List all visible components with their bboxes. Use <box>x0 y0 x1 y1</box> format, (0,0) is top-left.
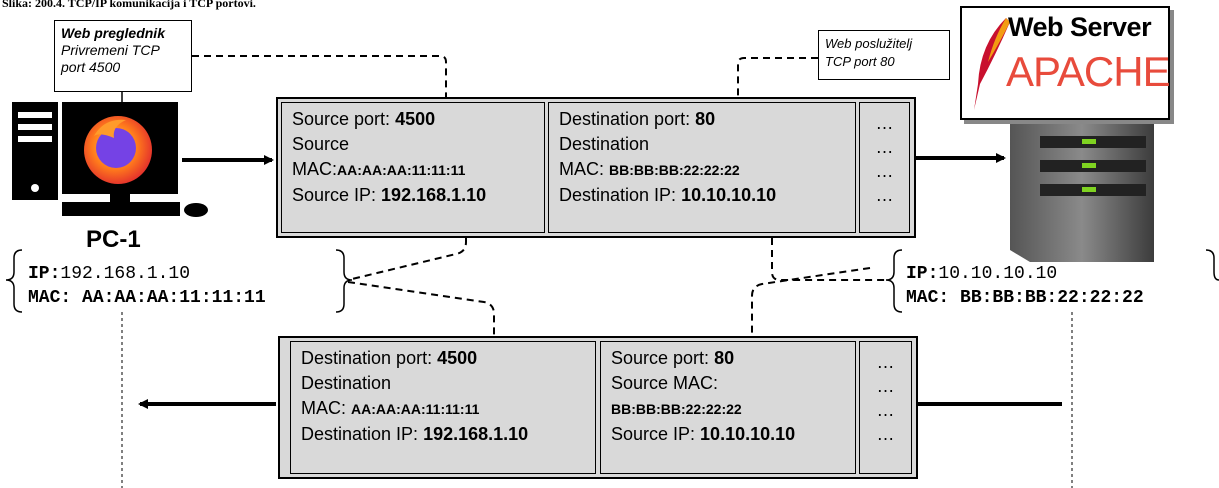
client-ip-connector <box>347 226 467 281</box>
figure-caption: Slika: 200.4. TCP/IP komunikacija i TCP … <box>2 0 256 10</box>
client-brace-right <box>335 249 353 313</box>
response-destination-mac: MAC: AA:AA:AA:11:11:11 <box>301 398 480 418</box>
ellipsis: … <box>876 352 895 372</box>
request-destination-ip: Destination IP: 10.10.10.10 <box>559 185 777 205</box>
response-destination-mac-line1: Destination <box>301 373 392 393</box>
response-destination-cell: Destination port: 4500 Destination MAC: … <box>290 341 596 474</box>
response-source-port: Source port: 80 <box>611 348 735 368</box>
request-source-mac-line1: Source <box>292 134 350 154</box>
server-callout-line1: Web poslužitelj <box>825 36 913 51</box>
ellipsis: … <box>875 137 894 157</box>
client-brace-left <box>5 249 23 313</box>
server-brace-left <box>885 249 903 313</box>
server-ip-connector <box>771 226 890 281</box>
response-source-mac-line1: Source MAC: <box>611 373 719 393</box>
request-source-port: Source port: 4500 <box>292 109 436 129</box>
response-source-ip: Source IP: 10.10.10.10 <box>611 424 796 444</box>
request-more-cell: … … … … <box>859 102 910 233</box>
client-callout: Web preglednik Privremeni TCP port 4500 <box>54 20 192 92</box>
server-ip: IP:10.10.10.10 <box>906 264 1058 284</box>
response-source-cell: Source port: 80 Source MAC: BB:BB:BB:22:… <box>600 341 856 474</box>
server-mac: MAC: BB:BB:BB:22:22:22 <box>906 288 1144 308</box>
server-callout: Web poslužitelj TCP port 80 <box>818 30 950 80</box>
client-response-connector <box>347 281 495 344</box>
ellipsis: … <box>875 113 894 133</box>
request-source-ip: Source IP: 192.168.1.10 <box>292 185 487 205</box>
server-callout-line2: TCP port 80 <box>825 54 895 69</box>
client-callout-line1: Privremeni TCP <box>61 42 160 58</box>
server-brace-right <box>1205 249 1219 281</box>
client-callout-line2: port 4500 <box>61 59 121 75</box>
response-source-mac: BB:BB:BB:22:22:22 <box>611 401 742 417</box>
apache-banner-title: Web Server <box>1008 12 1152 42</box>
apache-banner: Web Server APACHE <box>960 6 1171 120</box>
pc-tower-icon <box>12 102 58 200</box>
ellipsis: … <box>876 424 895 444</box>
apache-feather-icon <box>974 18 1010 110</box>
pc-label: PC-1 <box>86 226 141 253</box>
request-destination-mac: MAC: BB:BB:BB:22:22:22 <box>559 159 740 179</box>
response-more-cell: … … … … <box>859 341 912 474</box>
response-destination-port: Destination port: 4500 <box>301 348 478 368</box>
response-destination-ip: Destination IP: 192.168.1.10 <box>301 424 529 444</box>
request-destination-port: Destination port: 80 <box>559 109 716 129</box>
ellipsis: … <box>876 376 895 396</box>
request-destination-mac-line1: Destination <box>559 134 650 154</box>
request-source-cell: Source port: 4500 Source MAC:AA:AA:AA:11… <box>281 102 545 233</box>
ellipsis: … <box>875 161 894 181</box>
server-response-connector <box>751 267 871 344</box>
client-mac: MAC: AA:AA:AA:11:11:11 <box>28 288 266 308</box>
server-port-connector <box>737 57 818 112</box>
client-address-block: IP:192.168.1.10 MAC: AA:AA:AA:11:11:11 <box>28 262 266 310</box>
server-address-block: IP:10.10.10.10 MAC: BB:BB:BB:22:22:22 <box>906 262 1144 310</box>
firefox-logo <box>84 116 152 184</box>
client-callout-title: Web preglednik <box>61 25 165 41</box>
ellipsis: … <box>875 185 894 205</box>
request-source-mac: MAC:AA:AA:AA:11:11:11 <box>292 159 466 179</box>
client-port-connector <box>192 55 447 104</box>
apache-banner-brand: APACHE <box>1006 48 1171 95</box>
ellipsis: … <box>876 400 895 420</box>
client-ip: IP:192.168.1.10 <box>28 264 191 284</box>
request-destination-cell: Destination port: 80 Destination MAC: BB… <box>548 102 856 233</box>
